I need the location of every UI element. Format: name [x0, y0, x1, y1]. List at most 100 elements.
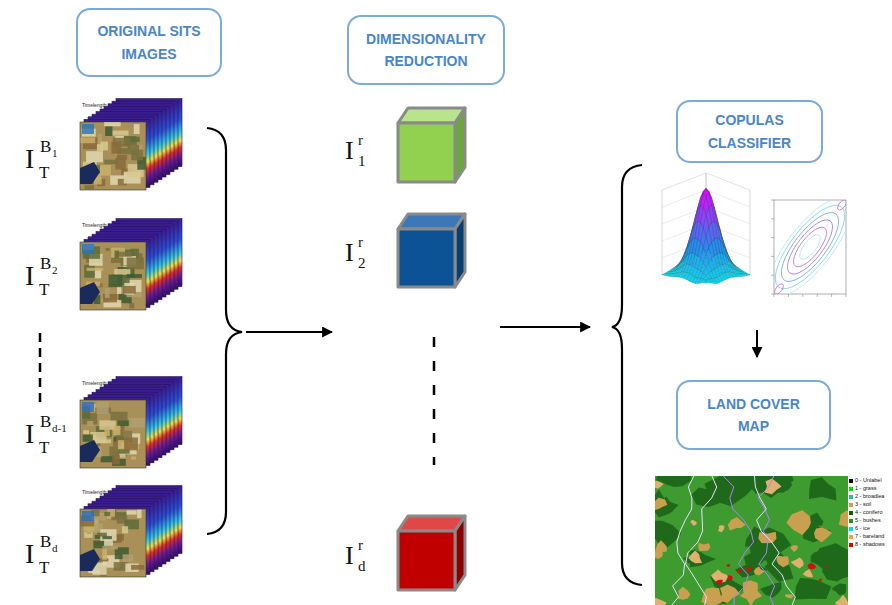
contour-line: [774, 200, 846, 294]
image-patch: [123, 286, 136, 294]
legend-swatch: [849, 511, 853, 515]
image-patch: [101, 142, 109, 151]
image-patch: [127, 510, 137, 514]
axis-label: Timelength: [82, 223, 107, 228]
image-patch: [127, 258, 144, 270]
image-patch: [112, 131, 129, 136]
image-patch: [102, 549, 107, 560]
math-subscript: T: [39, 559, 49, 576]
image-patch: [131, 457, 136, 460]
copula-surface-plot: [662, 173, 750, 284]
contour-line: [774, 200, 846, 294]
math-superscript: r: [358, 133, 363, 148]
map-ground: [655, 476, 848, 605]
image-patch: [83, 434, 93, 441]
map-region: [776, 556, 789, 568]
map-region: [690, 520, 696, 526]
axis-label: Timelength: [82, 381, 107, 386]
map-region: [655, 481, 664, 489]
axis-tick: [771, 237, 774, 238]
map-region: [688, 551, 702, 564]
axis-tick: [771, 294, 774, 295]
image-patch: [104, 160, 117, 164]
legend-swatch: [849, 495, 853, 499]
axis-tick: [788, 294, 789, 297]
ellipsis-dash: [433, 337, 436, 465]
axis-tick: [771, 256, 774, 257]
legend-text: 5 - bushes: [855, 518, 881, 524]
axis-tick: [771, 275, 774, 276]
map-region: [743, 580, 758, 598]
legend-text: 3 - soil: [855, 502, 871, 508]
image-patch: [105, 126, 112, 136]
legend-text: 8 - shadows: [855, 542, 885, 548]
legend-entry: 6 - ice: [849, 526, 870, 532]
image-patch: [113, 426, 120, 435]
image-patch: [137, 510, 141, 519]
reduced-cube: [398, 214, 465, 287]
title-box: COPULAS CLASSIFIER: [676, 100, 823, 163]
plot-axis: [662, 190, 663, 275]
image-patch: [117, 155, 127, 160]
math-symbol: I: [25, 420, 34, 448]
title-box: ORIGINAL SITS IMAGES: [76, 8, 222, 77]
image-patch: [122, 526, 128, 533]
satellite-image: [80, 122, 146, 190]
image-patch: [82, 402, 94, 412]
brace: [207, 128, 242, 534]
image-patch: [82, 511, 94, 521]
satellite-image: [80, 509, 146, 577]
math-symbol: I: [25, 145, 34, 173]
contour-line: [836, 200, 846, 212]
image-patch: [112, 455, 120, 464]
legend-entry: 3 - soil: [849, 502, 871, 508]
math-superscript: B: [40, 138, 51, 155]
image-patch: [82, 244, 94, 254]
axis-tick: [771, 218, 774, 219]
image-patch: [105, 427, 110, 436]
legend-text: 1 - grass: [855, 486, 876, 492]
math-superscript: r: [358, 235, 363, 250]
legend-entry: 8 - shadows: [849, 542, 885, 548]
image-patch: [102, 546, 117, 550]
box-title: ORIGINAL SITS IMAGES: [88, 20, 210, 65]
image-patch: [95, 439, 111, 443]
image-patch: [97, 402, 109, 415]
sits-image-stack: [80, 486, 182, 577]
contour-line: [796, 231, 824, 262]
map-stream: [723, 476, 753, 605]
axis-tick: [771, 200, 774, 201]
image-patch: [134, 124, 140, 134]
legend-entry: 7 - bareland: [849, 534, 884, 540]
image-patch: [82, 124, 94, 134]
map-region: [749, 528, 791, 561]
map-stream: [686, 476, 717, 605]
math-subscript: 2: [358, 256, 366, 271]
axis-label: Timelength: [82, 490, 107, 495]
image-patch: [118, 148, 132, 154]
legend-swatch: [849, 527, 853, 531]
image-patch: [102, 536, 111, 539]
image-patch: [114, 269, 130, 275]
map-region: [737, 569, 742, 573]
map-region: [791, 558, 804, 569]
box-title: DIMENSIONALITY REDUCTION: [359, 28, 493, 73]
legend-text: 6 - ice: [855, 526, 870, 532]
image-patch: [106, 248, 110, 251]
image-patch: [86, 268, 103, 271]
sits-image-stack: [80, 99, 182, 190]
legend-swatch: [849, 543, 853, 547]
map-region: [814, 543, 848, 580]
land-cover-map: [655, 476, 848, 605]
box-title: LAND COVER MAP: [703, 393, 804, 438]
reduced-cube: [398, 108, 465, 182]
axis-tick: [846, 294, 847, 297]
math-superscript: B: [40, 255, 51, 272]
image-patch: [110, 412, 127, 421]
math-subscript: 1: [358, 154, 366, 169]
map-region: [701, 588, 722, 605]
axis-tick: [831, 294, 832, 297]
image-patch: [127, 274, 142, 278]
map-region: [814, 528, 832, 543]
legend-entry: 0 - Unlabel: [849, 478, 882, 484]
